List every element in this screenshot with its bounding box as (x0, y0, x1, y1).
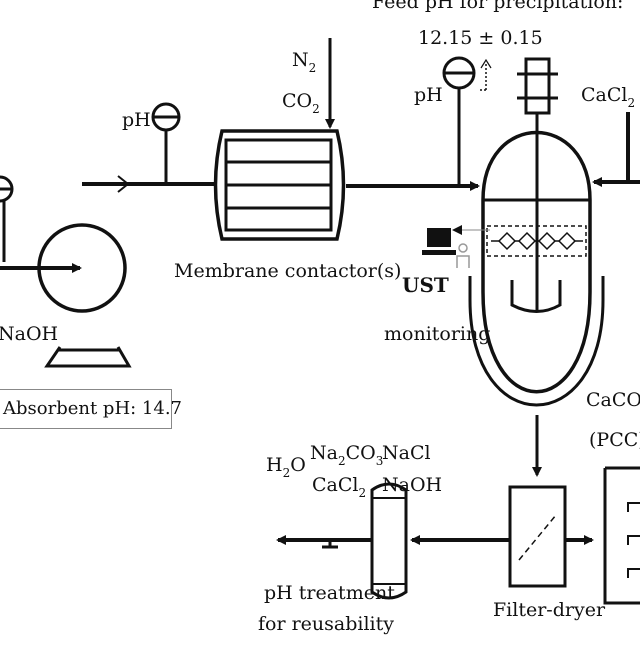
precipitation-reactor (468, 57, 605, 407)
pcc-label: (PCC) (589, 429, 640, 451)
ph-label-1: pH (122, 109, 151, 131)
ph-sensor-2: pH (414, 56, 492, 186)
naoh-label: NaOH (0, 323, 58, 345)
nacl-label: NaCl (382, 442, 431, 464)
holding-tank (370, 482, 408, 600)
naoh-b-label: NaOH (382, 474, 442, 496)
ph-treatment-label-1: pH treatment (264, 582, 395, 604)
ph-sensor-1: pH (122, 102, 181, 184)
stirrer-motor-icon (524, 57, 551, 115)
feed-ph-title: Feed pH for precipitation: (372, 0, 623, 13)
membrane-contactor (213, 129, 346, 241)
gas-n2-label: N2 (292, 49, 316, 75)
pcc-product-tray (603, 466, 640, 605)
gas-co2-label: CO2 (282, 90, 320, 116)
ph-label-2: pH (414, 84, 443, 106)
monitoring-label: monitoring (384, 323, 490, 345)
membrane-label: Membrane contactor(s) (174, 260, 401, 282)
feed-ph-value: 12.15 ± 0.15 (418, 27, 543, 49)
filter-dryer (508, 485, 567, 588)
caco3-label: CaCO3 (586, 389, 640, 415)
operator-icon (456, 243, 470, 268)
ph-treatment-label-2: for reusability (258, 613, 394, 635)
absorbent-ph-box: Absorbent pH: 14.7 (0, 389, 182, 429)
cacl2-b-label: CaCl2 (312, 474, 366, 500)
h2o-label: H2O (266, 454, 306, 480)
cacl2-label: CaCl2 (581, 84, 635, 110)
computer-icon (422, 228, 456, 255)
ust-label: UST (402, 273, 449, 297)
ust-transducer (486, 225, 587, 257)
na2co3-label: Na2CO3 (310, 442, 383, 468)
filter-dryer-label: Filter-dryer (493, 599, 606, 621)
